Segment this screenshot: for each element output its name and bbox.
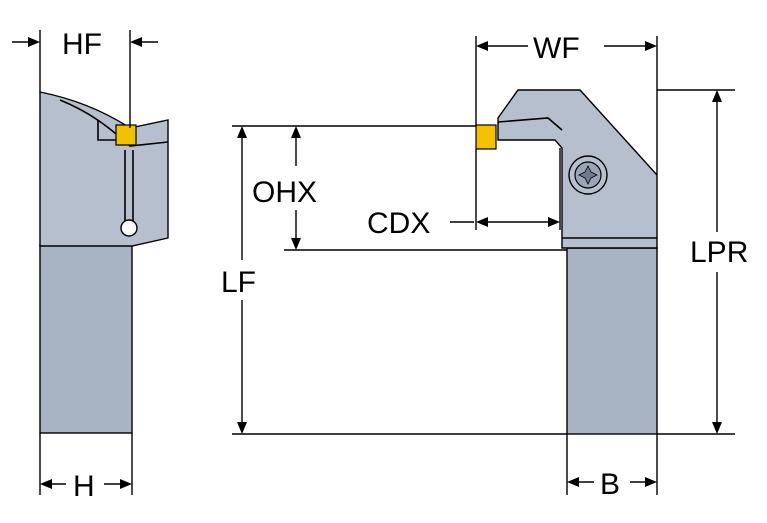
wf-arrow-left	[476, 41, 488, 51]
lf-arrow-bottom	[237, 422, 247, 434]
ohx-arrow-bottom	[291, 238, 301, 250]
front-view: WF OHX LF CDX LPR	[221, 32, 748, 501]
h-label: H	[73, 470, 95, 503]
cdx-arrow-right	[548, 217, 560, 227]
front-view-blade	[497, 117, 563, 131]
b-label: B	[600, 468, 620, 501]
lf-arrow-top	[237, 126, 247, 138]
lpr-arrow-top	[712, 90, 722, 102]
wf-arrow-right	[645, 41, 657, 51]
front-view-shank	[566, 247, 658, 435]
lpr-label: LPR	[690, 236, 748, 269]
front-view-insert	[475, 124, 497, 150]
b-arrow-left	[567, 477, 579, 487]
b-arrow-right	[645, 477, 657, 487]
hf-label: HF	[62, 28, 102, 61]
lf-label: LF	[221, 266, 256, 299]
wf-label: WF	[533, 32, 580, 65]
torx-screw-icon	[568, 155, 608, 195]
side-view: HF H	[12, 28, 169, 503]
side-view-shank	[39, 244, 133, 434]
hf-arrow-right	[130, 37, 142, 47]
ohx-label: OHX	[252, 176, 317, 209]
lpr-arrow-bottom	[712, 422, 722, 434]
side-view-insert	[115, 124, 137, 146]
h-arrow-right	[120, 479, 132, 489]
hf-arrow-left	[28, 37, 40, 47]
side-view-head	[39, 91, 169, 247]
side-view-hole	[120, 219, 138, 237]
cdx-label: CDX	[367, 207, 430, 240]
h-arrow-left	[40, 479, 52, 489]
ohx-arrow-top	[291, 126, 301, 138]
